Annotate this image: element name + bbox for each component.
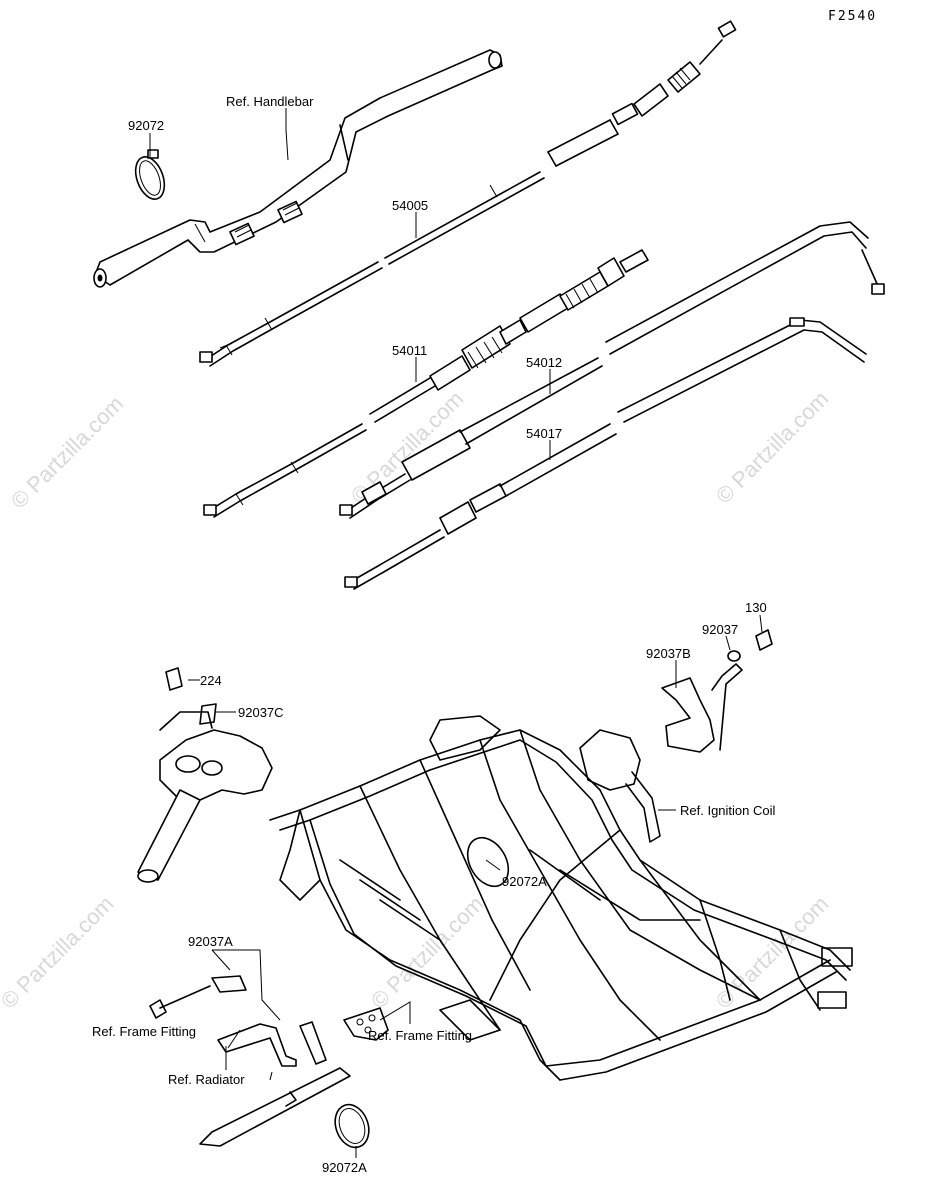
label-ref-handlebar: Ref. Handlebar: [226, 94, 314, 109]
label-92037C: 92037C: [238, 705, 284, 720]
label-92072A-bottom: 92072A: [322, 1160, 367, 1175]
part-labels: Ref. Handlebar 92072 54005 54011 54012 5…: [92, 94, 775, 1175]
watermark-left-top: © Partzilla.com: [6, 391, 129, 514]
label-92037A: 92037A: [188, 934, 233, 949]
clamp-92072-top: [134, 149, 166, 200]
label-54017: 54017: [526, 426, 562, 441]
handlebar-drawing: [93, 49, 503, 288]
ignition-coil-assembly: [579, 629, 773, 843]
label-54005: 54005: [392, 198, 428, 213]
cable-54017: [344, 317, 867, 590]
label-ref-frame-fitting-right: Ref. Frame Fitting: [368, 1028, 472, 1043]
watermarks: © Partzilla.com © Partzilla.com © Partzi…: [0, 386, 833, 1014]
diagram-code: F2540: [828, 9, 877, 24]
cable-54011: [203, 249, 649, 518]
watermark-right-top: © Partzilla.com: [711, 386, 834, 509]
lever-assembly: [137, 667, 273, 883]
label-ref-frame-fitting-left: Ref. Frame Fitting: [92, 1024, 196, 1039]
cable-54012: [339, 221, 885, 519]
label-ref-radiator: Ref. Radiator: [168, 1072, 245, 1087]
label-ref-ignition-coil: Ref. Ignition Coil: [680, 803, 775, 818]
label-54011: 54011: [392, 343, 427, 358]
label-130: 130: [745, 600, 767, 615]
watermark-left-bottom: © Partzilla.com: [0, 891, 118, 1014]
label-92037: 92037: [702, 622, 738, 637]
label-92072-top: 92072: [128, 118, 164, 133]
label-92072A-frame: 92072A: [502, 874, 547, 889]
cable-54005: [199, 20, 737, 367]
label-92037B: 92037B: [646, 646, 691, 661]
leader-lines: [149, 108, 763, 1158]
label-54012: 54012: [526, 355, 562, 370]
label-224: 224: [200, 673, 222, 688]
frame-drawing: [269, 715, 853, 1081]
lower-brackets: [149, 975, 389, 1149]
